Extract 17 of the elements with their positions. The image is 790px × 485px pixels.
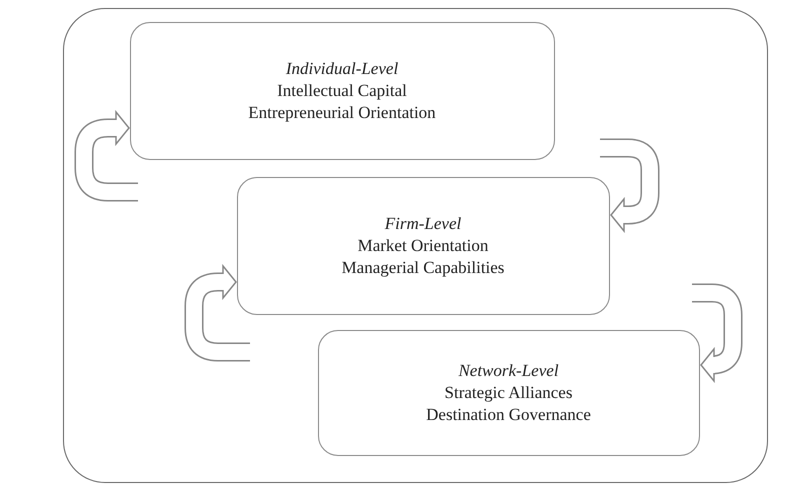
level-heading: Firm-Level xyxy=(384,212,462,234)
outer-frame xyxy=(63,8,768,483)
level-box xyxy=(318,330,700,456)
level-heading: Network-Level xyxy=(458,360,559,382)
factor-text: Destination Governance xyxy=(426,404,591,426)
curved-block-arrow xyxy=(692,284,742,384)
level-box xyxy=(130,22,554,160)
factor-text: Entrepreneurial Orientation xyxy=(248,102,436,124)
curved-block-arrow xyxy=(600,138,660,234)
factor-text: Strategic Alliances xyxy=(444,382,572,404)
curved-block-arrow xyxy=(184,264,250,362)
curved-block-arrow xyxy=(74,110,138,202)
level-heading: Individual-Level xyxy=(286,58,398,80)
level-box xyxy=(236,176,610,314)
factor-text: Market Orientation xyxy=(358,234,488,256)
factor-text: Managerial Capabilities xyxy=(342,256,504,278)
factor-text: Intellectual Capital xyxy=(277,80,407,102)
